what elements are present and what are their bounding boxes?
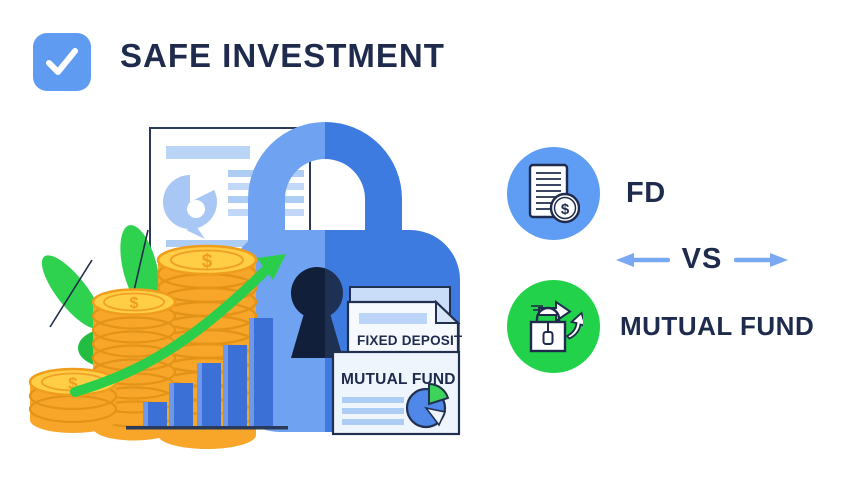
check-badge	[33, 33, 91, 91]
vs-divider: VS	[610, 243, 794, 276]
bar-highlight	[197, 363, 202, 427]
padlock-shackle	[248, 122, 402, 262]
bar-highlight	[249, 318, 254, 427]
vs-label: VS	[681, 243, 723, 275]
checkmark-icon	[46, 48, 78, 75]
fd-icon-circle: $	[507, 147, 600, 240]
fd-document-coin-icon: $	[528, 163, 580, 223]
bar-chart-bars	[143, 318, 273, 427]
keyhole	[291, 267, 343, 358]
mutual-fund-icon-circle	[507, 280, 600, 373]
bar-highlight	[143, 402, 148, 427]
pie-chart-icon	[405, 382, 450, 429]
mutual-fund-card-label: MUTUAL FUND	[341, 371, 456, 388]
mutual-fund-label: MUTUAL FUND	[620, 311, 815, 341]
fd-option: $ FD	[507, 147, 666, 240]
mutual-fund-card: MUTUAL FUND	[331, 350, 461, 436]
fund-cards: FIXED DEPOSIT MUTUAL FUND	[331, 286, 463, 436]
fixed-deposit-card-label: FIXED DEPOSIT	[357, 333, 463, 348]
bar-highlight	[223, 345, 228, 427]
fd-coin-dollar-sign: $	[560, 201, 569, 218]
mutual-fund-bag-icon	[529, 299, 583, 352]
safe-investment-illustration: $ $ $	[28, 122, 463, 449]
coin-dollar-sign: $	[68, 374, 78, 393]
growth-arrow	[70, 254, 286, 397]
bar-chart	[126, 318, 288, 430]
coin-dollar-sign: $	[202, 251, 213, 272]
fd-label: FD	[626, 177, 666, 209]
page-title: SAFE INVESTMENT	[120, 37, 445, 74]
right-arrow-icon	[734, 252, 789, 267]
mutual-fund-option: MUTUAL FUND	[507, 280, 814, 373]
bar-chart-baseline	[126, 426, 288, 430]
bar-highlight	[169, 383, 174, 427]
coin-dollar-sign: $	[130, 295, 139, 312]
left-arrow-icon	[615, 252, 670, 267]
fixed-deposit-card: FIXED DEPOSIT	[346, 299, 463, 360]
